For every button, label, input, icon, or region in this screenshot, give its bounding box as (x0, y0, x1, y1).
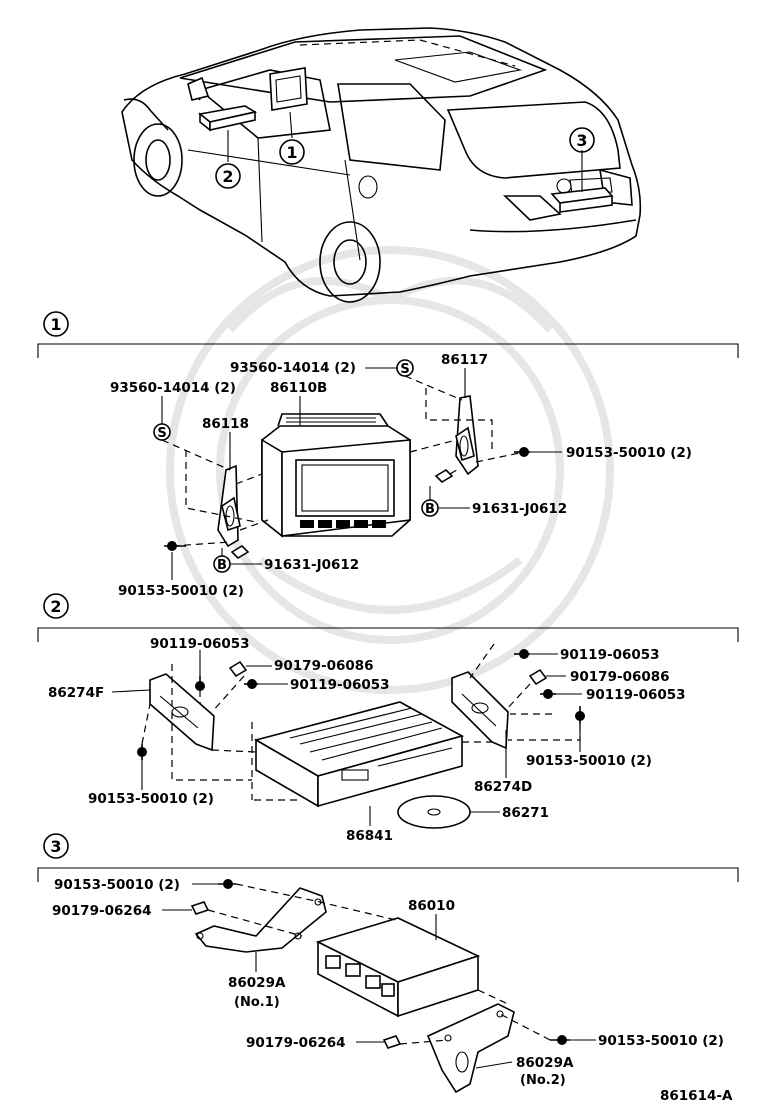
screw-icon-mid-left-s2 (244, 679, 258, 689)
nut-icon-left-s1 (230, 544, 250, 560)
screw-icon-top-left-s2 (195, 676, 205, 691)
display-location-marker (269, 67, 308, 139)
b-marker-right: B (421, 499, 439, 517)
label-86029A-no2: 86029A (516, 1055, 574, 1071)
label-90153-50010-right-s2: 90153-50010 (2) (526, 753, 652, 769)
label-90179-06264-bottom: 90179-06264 (246, 1035, 346, 1051)
section-3-frame (37, 867, 739, 882)
label-90179-06086-right: 90179-06086 (570, 669, 670, 685)
section-1-leaders (161, 367, 562, 580)
bolt-icon-bottom-right-s3 (550, 1035, 570, 1045)
section-1-frame (37, 343, 739, 358)
label-90179-06264-top: 90179-06264 (52, 903, 152, 919)
callout-3: 3 (569, 127, 595, 153)
label-90153-50010-left-s2: 90153-50010 (2) (88, 791, 214, 807)
bolt-icon-left-s2 (137, 744, 147, 760)
display-buttons (300, 520, 386, 528)
svg-text:B: B (217, 558, 227, 573)
clip-icon-right-s2 (528, 668, 548, 686)
dvd-player (253, 701, 465, 808)
label-93560-14014-right: 93560-14014 (2) (230, 360, 356, 376)
label-90119-06053-mid-right: 90119-06053 (586, 687, 686, 703)
section-2-leaders (111, 650, 582, 826)
label-86110B: 86110B (270, 380, 327, 396)
label-93560-14014-left: 93560-14014 (2) (110, 380, 236, 396)
b-marker-left: B (213, 555, 231, 573)
label-90153-50010-top-left-s3: 90153-50010 (2) (54, 877, 180, 893)
s-marker-left: S (153, 423, 171, 441)
label-86117: 86117 (441, 352, 488, 368)
amplifier-86010 (315, 917, 481, 1018)
label-86274D: 86274D (474, 779, 532, 795)
bolt-icon-right-s2 (575, 706, 585, 724)
nut-icon-top-left-s3 (190, 901, 210, 915)
label-no1: (No.1) (234, 995, 280, 1010)
label-91631-J0612-left: 91631-J0612 (264, 557, 359, 573)
disc-86271 (397, 795, 471, 829)
label-90153-50010-left-s1: 90153-50010 (2) (118, 583, 244, 599)
svg-text:S: S (157, 426, 166, 441)
bolt-icon-right-s1 (514, 447, 530, 457)
svg-text:2: 2 (222, 167, 233, 186)
screw-icon-mid-right-s2 (540, 689, 556, 699)
label-90153-50010-right-s1: 90153-50010 (2) (566, 445, 692, 461)
section-3-guide-lines (207, 883, 551, 1045)
label-91631-J0612-right: 91631-J0612 (472, 501, 567, 517)
amplifier-location-marker (550, 150, 614, 213)
section-2-frame (37, 627, 739, 642)
svg-text:3: 3 (576, 131, 587, 150)
label-86841: 86841 (346, 828, 393, 844)
label-86010: 86010 (408, 898, 455, 914)
bracket-86029A-no1 (194, 887, 327, 953)
vehicle-illustration (121, 27, 642, 303)
bracket-86118 (217, 464, 241, 548)
svg-text:1: 1 (50, 315, 61, 334)
svg-text:2: 2 (50, 597, 61, 616)
s-marker-right: S (396, 359, 414, 377)
label-90119-06053-top-left: 90119-06053 (150, 636, 250, 652)
svg-text:1: 1 (286, 143, 297, 162)
callout-2: 2 (215, 163, 241, 189)
label-90119-06053-top-right: 90119-06053 (560, 647, 660, 663)
label-86118: 86118 (202, 416, 249, 432)
screw-icon-top-right-s2 (514, 649, 530, 659)
svg-text:3: 3 (50, 837, 61, 856)
bracket-86117 (455, 395, 479, 476)
bolt-icon-left-s1 (164, 541, 186, 551)
display-unit (261, 413, 411, 538)
section-3-marker: 3 (43, 833, 69, 859)
section-2-marker: 2 (43, 593, 69, 619)
label-86029A-no1: 86029A (228, 975, 286, 991)
nut-icon-right-s1 (434, 468, 454, 484)
label-86271: 86271 (502, 805, 549, 821)
label-90153-50010-bottom-right-s3: 90153-50010 (2) (598, 1033, 724, 1049)
svg-text:B: B (425, 502, 435, 517)
bracket-86029A-no2 (426, 1003, 515, 1094)
label-90119-06053-mid-left: 90119-06053 (290, 677, 390, 693)
bolt-icon-top-left-s3 (218, 879, 236, 889)
svg-text:S: S (400, 362, 409, 377)
label-90179-06086-left: 90179-06086 (274, 658, 374, 674)
figure-id: 861614-A (660, 1088, 733, 1104)
player-location-marker (198, 105, 258, 162)
label-86274F: 86274F (48, 685, 104, 701)
section-3-leaders (162, 883, 596, 1069)
label-no2: (No.2) (520, 1073, 566, 1088)
section-1-marker: 1 (43, 311, 69, 337)
nut-icon-bottom-s3 (382, 1035, 402, 1049)
callout-1: 1 (279, 139, 305, 165)
watermark-emblem (166, 246, 614, 694)
section-1-guide-lines (161, 375, 525, 547)
clip-icon-left-s2 (228, 660, 248, 678)
